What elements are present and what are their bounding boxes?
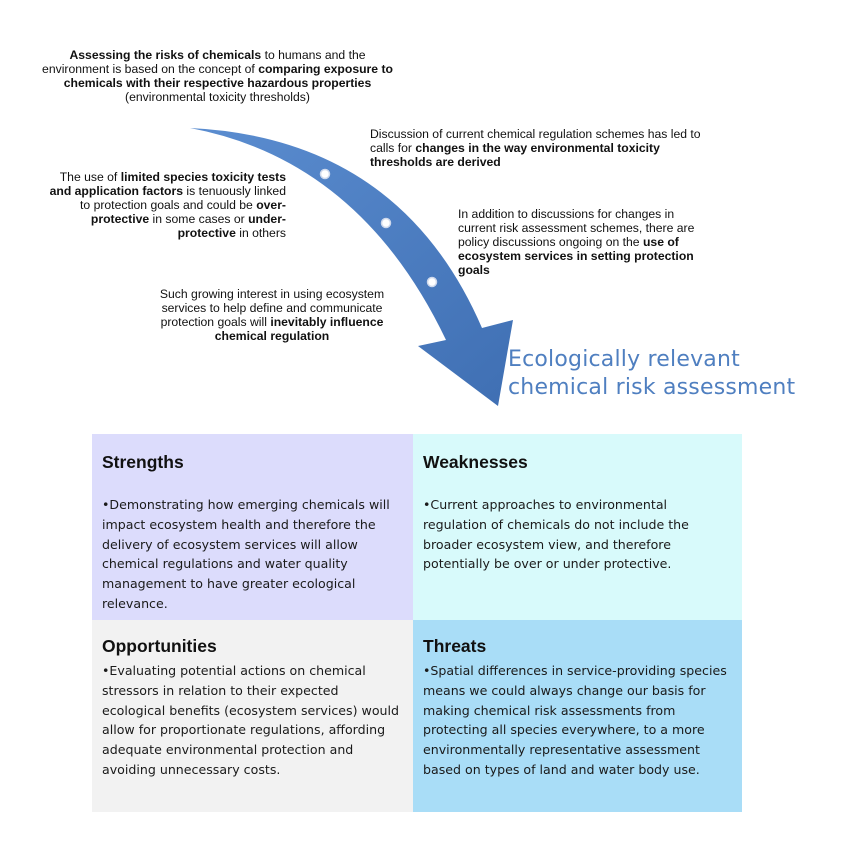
note-limited-species-segment: is tenuously linked to protection goals … [80, 184, 286, 212]
swot-weaknesses: Weaknesses •Current approaches to enviro… [413, 434, 742, 620]
note-assessing-segment: (environmental toxicity thresholds) [125, 90, 310, 104]
note-growing-interest-segment: inevitably influence chemical regulation [214, 315, 384, 343]
strengths-title: Strengths [102, 452, 184, 472]
strengths-text: •Demonstrating how emerging chemicals wi… [102, 497, 390, 611]
note-growing-interest: Such growing interest in using ecosystem… [148, 287, 396, 343]
threats-title: Threats [423, 636, 487, 656]
threats-text: •Spatial differences in service-providin… [423, 663, 727, 777]
arrow-marker-1 [319, 168, 331, 180]
note-limited-species: The use of limited species toxicity test… [40, 170, 286, 240]
note-limited-species-segment: under-protective [177, 212, 286, 240]
curved-arrow [190, 128, 513, 406]
weaknesses-title: Weaknesses [423, 452, 528, 472]
opportunities-title: Opportunities [102, 636, 217, 656]
note-discussion-segment: Discussion of current chemical regulatio… [370, 127, 701, 155]
arrow-marker-2 [380, 217, 392, 229]
note-discussion-segment: changes in the way environmental toxicit… [370, 141, 660, 169]
arrow-marker-3 [426, 276, 438, 288]
arrow-body [190, 128, 513, 406]
note-discussion: Discussion of current chemical regulatio… [370, 127, 710, 169]
swot-strengths: Strengths •Demonstrating how emerging ch… [92, 434, 413, 620]
note-ecosystem-policy-segment: use of ecosystem services in setting pro… [458, 235, 694, 277]
note-ecosystem-policy-segment: In addition to discussions for changes i… [458, 207, 695, 249]
note-limited-species-segment: The use of [59, 170, 121, 184]
note-assessing-segment: Assessing the risks of chemicals [69, 48, 262, 62]
note-assessing: Assessing the risks of chemicals to huma… [40, 48, 395, 104]
opportunities-text: •Evaluating potential actions on chemica… [102, 663, 400, 777]
note-limited-species-segment: limited species toxicity tests and appli… [49, 170, 286, 198]
note-assessing-segment: comparing exposure to chemicals with the… [63, 62, 393, 90]
note-ecosystem-policy: In addition to discussions for changes i… [458, 207, 698, 277]
note-assessing-segment: to humans and the environment is based o… [42, 48, 366, 76]
note-growing-interest-segment: Such growing interest in using ecosystem… [159, 287, 385, 329]
swot-threats: Threats •Spatial differences in service-… [413, 620, 742, 812]
note-limited-species-segment: in some cases or [149, 212, 249, 226]
headline: Ecologically relevant chemical risk asse… [508, 346, 795, 402]
headline-line-1: Ecologically relevant [508, 347, 740, 372]
weaknesses-text: •Current approaches to environmental reg… [423, 497, 689, 572]
headline-line-2: chemical risk assessment [508, 375, 796, 400]
note-limited-species-segment: over-protective [90, 198, 286, 226]
note-limited-species-segment: in others [235, 226, 286, 240]
swot-opportunities: Opportunities •Evaluating potential acti… [92, 620, 413, 812]
